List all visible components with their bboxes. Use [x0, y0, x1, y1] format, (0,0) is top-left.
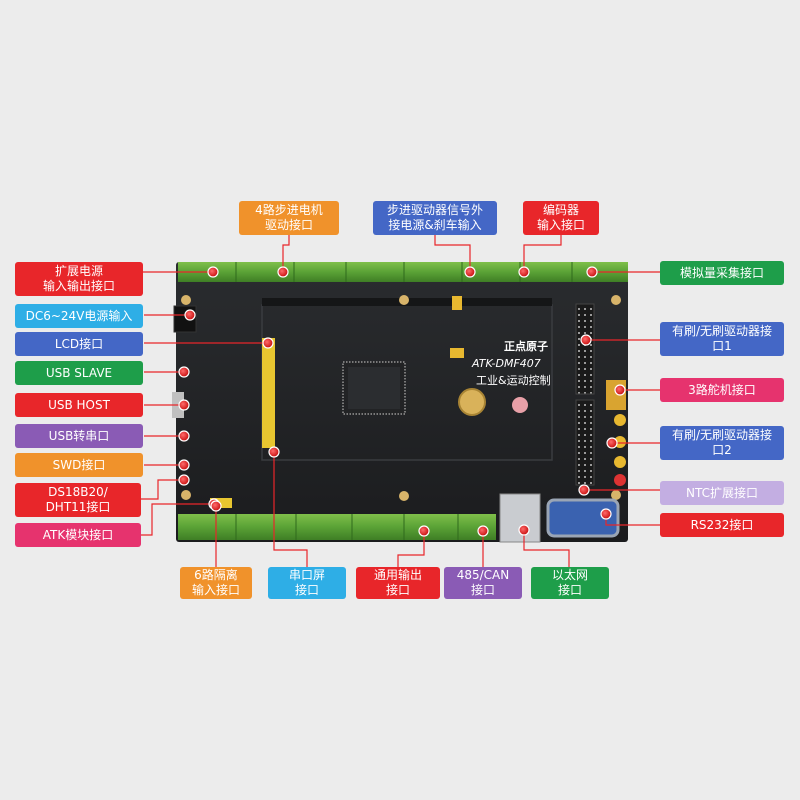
brand-text: 正点原子: [504, 339, 548, 353]
label-serial-screen: 串口屏 接口: [268, 567, 346, 599]
yellow-cap-1: [452, 296, 462, 310]
label-ds18b20: DS18B20/ DHT11接口: [15, 483, 141, 517]
callout-markers: [178, 266, 626, 537]
rs232-db9: [546, 498, 620, 538]
label-atk-module: ATK模块接口: [15, 523, 141, 547]
pot-3: [614, 456, 626, 468]
label-analog: 模拟量采集接口: [660, 261, 784, 285]
label-ethernet: 以太网 接口: [531, 567, 609, 599]
label-lcd: LCD接口: [15, 332, 143, 356]
brushed-header-1: [575, 303, 595, 395]
label-usb-serial: USB转串口: [15, 424, 143, 448]
mcu-chip: [342, 361, 406, 415]
lcd-header: [262, 338, 275, 448]
label-ntc: NTC扩展接口: [660, 481, 784, 505]
label-brushed-2: 有刷/无刷驱动器接 口2: [660, 426, 784, 460]
label-servo: 3路舵机接口: [660, 378, 784, 402]
label-isolated-input: 6路隔离 输入接口: [180, 567, 252, 599]
label-rs232: RS232接口: [660, 513, 784, 537]
pot-4: [614, 474, 626, 486]
buzzer: [512, 397, 528, 413]
label-brushed-1: 有刷/无刷驱动器接 口1: [660, 322, 784, 356]
top-terminal-blocks: [178, 262, 628, 282]
coin-battery: [458, 388, 486, 416]
label-dc-power: DC6~24V电源输入: [15, 304, 143, 328]
label-stepper-motor: 4路步进电机 驱动接口: [239, 201, 339, 235]
ethernet-jack: [499, 493, 541, 543]
atk-header: [210, 498, 232, 508]
bottom-terminal-blocks: [178, 514, 496, 540]
label-usb-slave: USB SLAVE: [15, 361, 143, 385]
label-expansion-power: 扩展电源 输入输出接口: [15, 262, 143, 296]
board-subtitle: 工业&运动控制: [476, 373, 551, 387]
brushed-header-2: [575, 399, 595, 486]
label-swd: SWD接口: [15, 453, 143, 477]
callout-lines: [141, 235, 660, 567]
yellow-cap-2: [450, 348, 464, 358]
label-general-output: 通用输出 接口: [356, 567, 440, 599]
label-encoder: 编码器 输入接口: [523, 201, 599, 235]
label-usb-host: USB HOST: [15, 393, 143, 417]
model-text: ATK-DMF407: [471, 357, 541, 370]
label-stepper-signal: 步进驱动器信号外 接电源&刹车输入: [373, 201, 497, 235]
servo-header: [606, 380, 626, 410]
mounting-holes: [181, 295, 621, 501]
pot-1: [614, 414, 626, 426]
label-485-can: 485/CAN 接口: [444, 567, 522, 599]
